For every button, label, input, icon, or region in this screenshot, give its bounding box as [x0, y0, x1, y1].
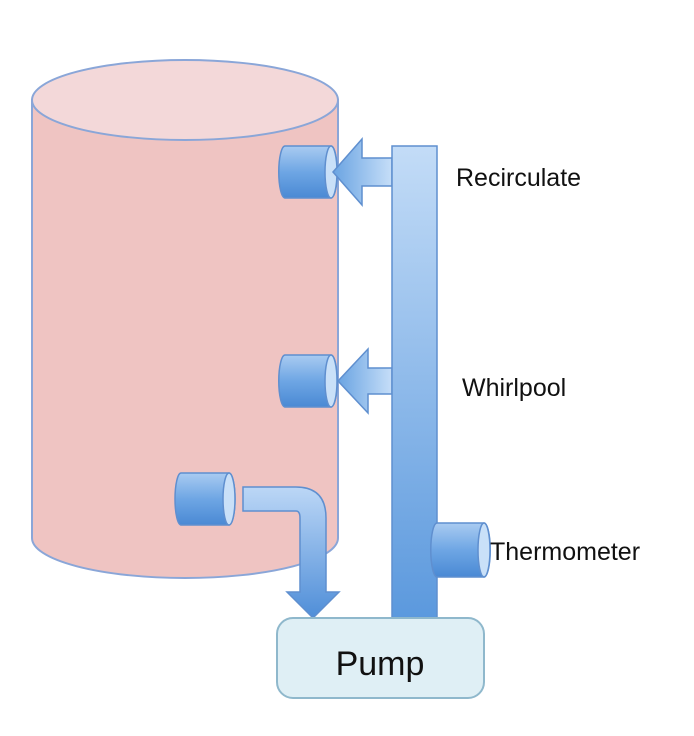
tank: [31, 59, 339, 579]
tank-top: [31, 59, 339, 141]
whirlpool-arrow: [336, 347, 393, 415]
supply-pipe: [391, 145, 438, 625]
whirlpool-port: [278, 354, 338, 408]
recirculate-port: [278, 145, 338, 199]
outlet-port: [174, 472, 236, 526]
whirlpool-label: Whirlpool: [462, 374, 566, 402]
tank-body: [31, 99, 339, 579]
thermometer-label: Thermometer: [490, 538, 640, 566]
outlet-arrow: [242, 486, 341, 620]
recirculate-label: Recirculate: [456, 164, 581, 192]
pump-box: [276, 617, 485, 699]
recirculate-arrow: [332, 137, 393, 207]
pump-label: Pump: [336, 645, 425, 683]
thermometer-port: [430, 522, 491, 578]
pump: Pump: [276, 617, 485, 699]
